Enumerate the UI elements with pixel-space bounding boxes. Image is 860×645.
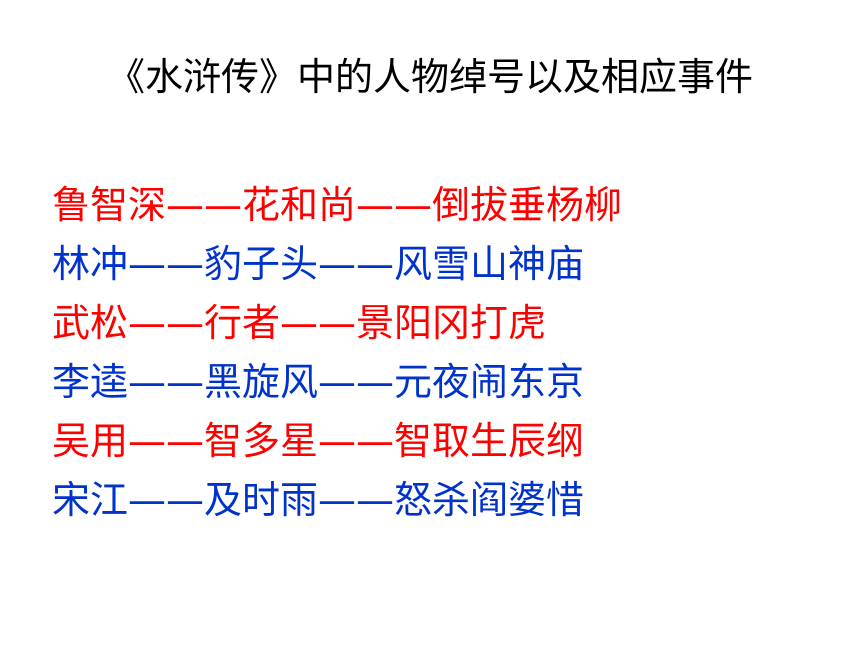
character-row-lu-zhishen: 鲁智深——花和尚——倒拔垂杨柳 [52, 183, 623, 227]
character-row-song-jiang: 宋江——及时雨——怒杀阎婆惜 [52, 478, 585, 522]
character-list: 鲁智深——花和尚——倒拔垂杨柳 林冲——豹子头——风雪山神庙 武松——行者——景… [52, 176, 832, 530]
character-row-wu-song: 武松——行者——景阳冈打虎 [52, 301, 547, 345]
character-row-wu-yong: 吴用——智多星——智取生辰纲 [52, 419, 585, 463]
character-row-li-kui: 李逵——黑旋风——元夜闹东京 [52, 360, 585, 404]
character-row-lin-chong: 林冲——豹子头——风雪山神庙 [52, 242, 585, 286]
slide-title: 《水浒传》中的人物绰号以及相应事件 [106, 55, 753, 99]
